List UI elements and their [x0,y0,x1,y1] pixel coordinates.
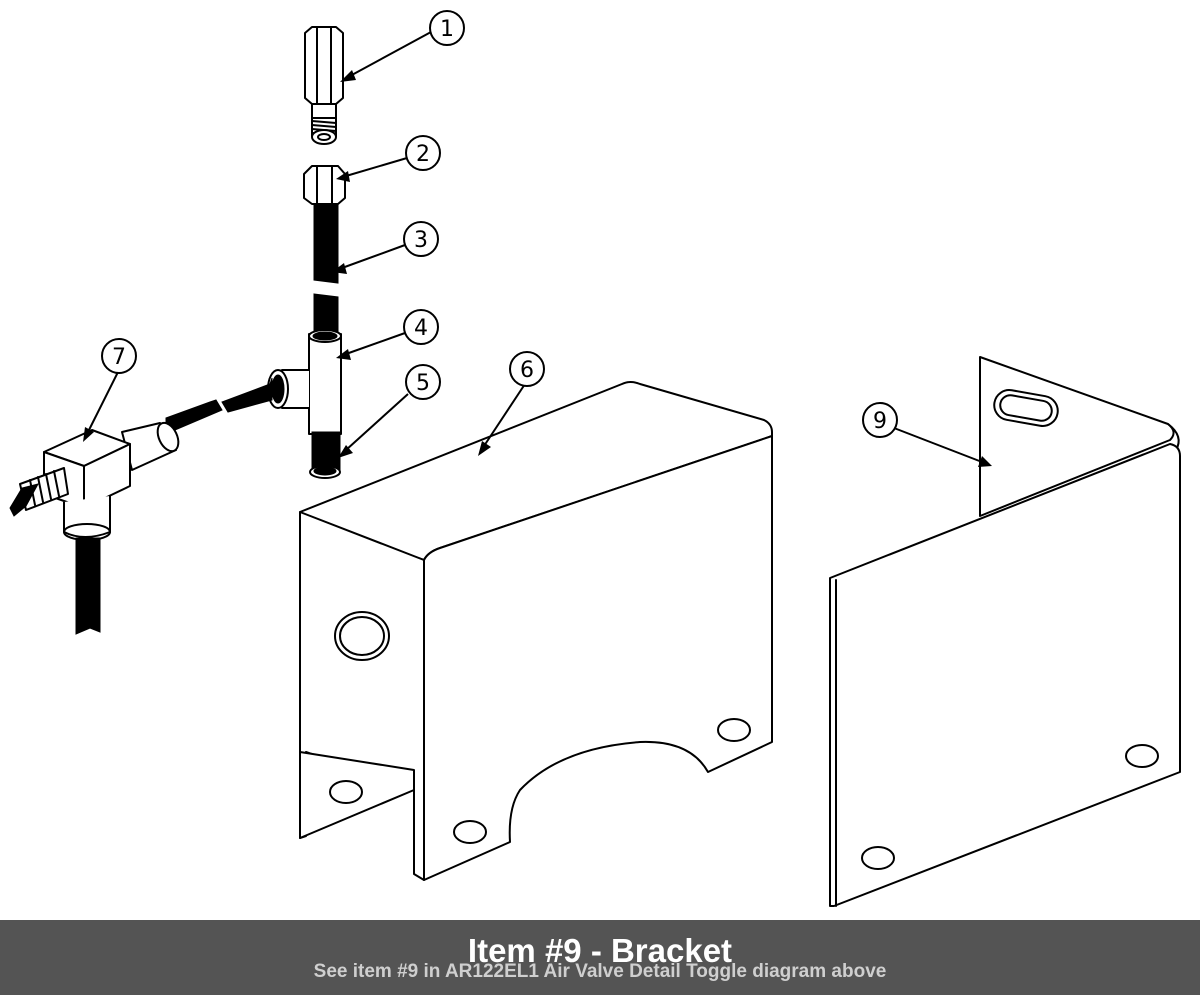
callout-6-number: 6 [520,358,534,383]
part-3-tubing [313,203,339,337]
part-6-housing [299,381,773,881]
callout-3-number: 3 [414,228,428,253]
callout-1: 1 [429,10,465,46]
part-2-hex-nut [303,165,346,205]
callout-2: 2 [405,135,441,171]
callout-5-number: 5 [416,371,430,396]
part-4-tee-fitting [267,329,342,435]
caption-bar: Item #9 - Bracket See item #9 in AR122EL… [0,920,1200,995]
callout-7: 7 [101,338,137,374]
caption-subtitle: See item #9 in AR122EL1 Air Valve Detail… [313,961,887,982]
callout-5: 5 [405,364,441,400]
caption-title: Item #9 - Bracket [467,932,733,969]
callout-1-number: 1 [440,17,454,42]
horizontal-tubing [165,377,273,431]
part-9-bracket[interactable] [829,356,1181,907]
part-1-hex-coupling [304,26,344,145]
callout-4-number: 4 [414,316,428,341]
callout-6: 6 [509,351,545,387]
part-5-tube-stub [309,431,341,479]
leader-lines [83,31,992,467]
callout-9-number: 9 [873,409,887,434]
part-7-elbow-fitting [9,421,180,635]
exploded-parts-diagram: 1 2 3 4 5 6 7 9 [9,10,1181,907]
callout-3: 3 [403,221,439,257]
callout-9: 9 [862,402,898,438]
callout-2-number: 2 [416,142,430,167]
callout-7-number: 7 [112,345,126,370]
callout-4: 4 [403,309,439,345]
